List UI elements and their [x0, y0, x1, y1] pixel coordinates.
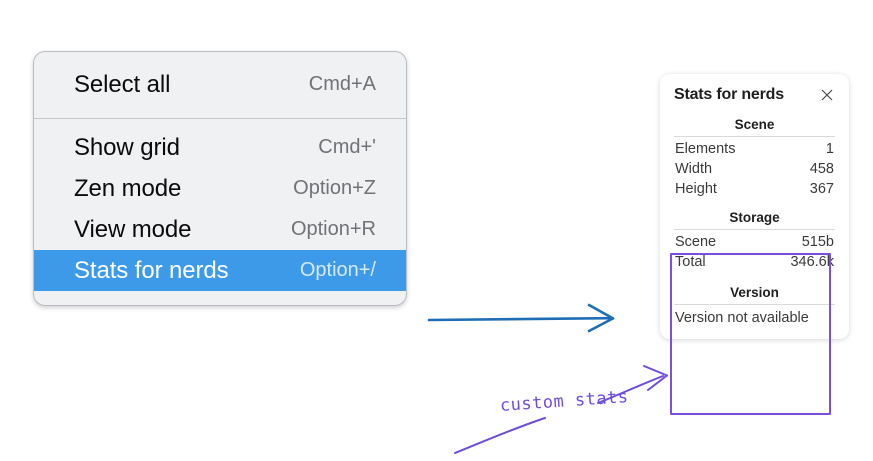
stat-row: Width 458 — [672, 159, 837, 179]
stat-row: Height 367 — [672, 179, 837, 199]
stat-label: Width — [675, 161, 713, 177]
panel-header: Stats for nerds — [672, 86, 837, 104]
section-divider — [674, 304, 835, 305]
menu-item-label: View mode — [74, 215, 192, 243]
section-divider — [674, 136, 835, 137]
stat-value: 346.6k — [790, 254, 834, 270]
panel-title: Stats for nerds — [674, 86, 784, 103]
flow-arrow-icon — [427, 303, 615, 333]
stat-label: Total — [675, 254, 706, 270]
annotation-label: custom stats — [499, 387, 630, 416]
stat-value: 367 — [809, 181, 834, 197]
section-heading: Version — [730, 285, 779, 300]
menu-item-label: Show grid — [74, 133, 180, 161]
menu-item-stats-for-nerds[interactable]: Stats for nerds Option+/ — [34, 250, 406, 291]
menu-item-select-all[interactable]: Select all Cmd+A — [34, 64, 406, 105]
section-heading: Scene — [734, 117, 775, 132]
menu-item-shortcut: Option+R — [290, 218, 376, 240]
section-divider — [674, 229, 835, 230]
stats-for-nerds-panel[interactable]: Stats for nerds Scene Elements 1 Width 4… — [660, 74, 849, 339]
menu-separator — [34, 118, 406, 119]
menu-item-shortcut: Cmd+' — [318, 136, 376, 158]
menu-group-selection: Select all Cmd+A — [34, 52, 406, 118]
version-status-text: Version not available — [675, 310, 809, 326]
menu-item-label: Select all — [74, 70, 171, 98]
menu-item-view-mode[interactable]: View mode Option+R — [34, 209, 406, 250]
menu-item-label: Zen mode — [74, 174, 182, 202]
stat-value: 515b — [801, 234, 834, 250]
menu-group-view: Show grid Cmd+' Zen mode Option+Z View m… — [34, 119, 406, 305]
menu-item-shortcut: Option+Z — [293, 177, 376, 199]
close-icon[interactable] — [819, 87, 835, 103]
menu-item-show-grid[interactable]: Show grid Cmd+' — [34, 127, 406, 168]
stat-row: Scene 515b — [672, 232, 837, 252]
stats-section-scene: Scene Elements 1 Width 458 Height 367 — [672, 114, 837, 199]
menu-item-shortcut: Cmd+A — [308, 73, 376, 95]
stat-label: Elements — [675, 141, 736, 157]
stat-row: Elements 1 — [672, 139, 837, 159]
menu-item-shortcut: Option+/ — [299, 259, 376, 281]
menu-item-zen-mode[interactable]: Zen mode Option+Z — [34, 168, 406, 209]
canvas-context-menu[interactable]: Select all Cmd+A Show grid Cmd+' Zen mod… — [33, 51, 407, 306]
stat-label: Scene — [675, 234, 717, 250]
stat-label: Height — [675, 181, 717, 197]
stat-value: 458 — [809, 161, 834, 177]
section-heading: Storage — [729, 210, 780, 225]
menu-item-label: Stats for nerds — [74, 256, 229, 284]
stats-section-version: Version Version not available — [672, 282, 837, 327]
stat-row: Total 346.6k — [672, 252, 837, 272]
stats-section-storage: Storage Scene 515b Total 346.6k — [672, 207, 837, 272]
stat-value: 1 — [825, 141, 834, 157]
annotation-underline-stroke — [454, 417, 546, 454]
